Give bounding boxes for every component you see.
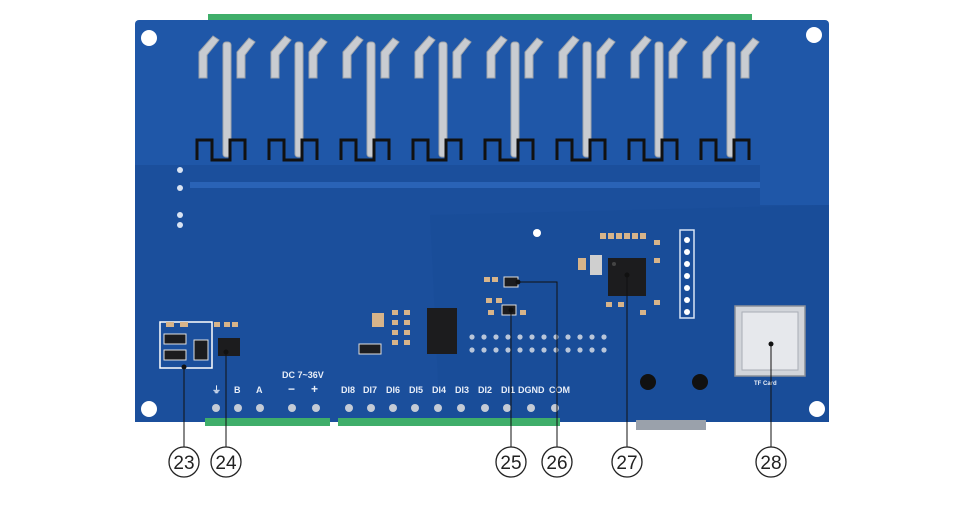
label-minus: − xyxy=(288,382,295,396)
callout-28: 28 xyxy=(755,446,787,478)
label-power: DC 7~36V xyxy=(282,370,324,380)
label-di2: DI2 xyxy=(478,385,492,395)
callout-26: 26 xyxy=(541,446,573,478)
mounting-hole-tr xyxy=(806,27,822,43)
svg-text:24: 24 xyxy=(215,453,237,474)
label-plus: + xyxy=(311,382,318,396)
tf-card-label: TF Card xyxy=(754,381,777,387)
label-di1: DI1 xyxy=(501,385,515,395)
svg-text:23: 23 xyxy=(173,453,194,474)
label-com: COM xyxy=(549,385,570,395)
mounting-hole-br xyxy=(809,401,825,417)
label-ground: ⏚ xyxy=(212,385,221,395)
push-buttons xyxy=(636,374,708,430)
label-b: B xyxy=(234,385,241,395)
mounting-hole-tl xyxy=(141,30,157,46)
svg-text:27: 27 xyxy=(616,453,637,474)
top-terminal-strip xyxy=(208,14,752,22)
input-ic-cluster xyxy=(358,308,457,355)
callout-23: 23 xyxy=(168,446,200,478)
component-cluster-left xyxy=(159,321,240,369)
header-pins xyxy=(469,334,607,353)
label-dgnd: DGND xyxy=(518,385,545,395)
bottom-terminal-left xyxy=(205,418,330,426)
label-a: A xyxy=(256,385,263,395)
callout-25: 25 xyxy=(495,446,527,478)
label-di6: DI6 xyxy=(386,385,400,395)
relay-pins xyxy=(198,35,760,158)
label-di7: DI7 xyxy=(363,385,377,395)
svg-text:26: 26 xyxy=(546,453,567,474)
callout-24: 24 xyxy=(210,446,242,478)
svg-text:28: 28 xyxy=(760,453,781,474)
trace-rail xyxy=(190,182,760,188)
label-di4: DI4 xyxy=(432,385,446,395)
label-di3: DI3 xyxy=(455,385,469,395)
relay-bases xyxy=(195,138,751,162)
callout-dots xyxy=(181,272,774,370)
mounting-hole-bl xyxy=(141,401,157,417)
label-di8: DI8 xyxy=(341,385,355,395)
svg-text:25: 25 xyxy=(500,453,521,474)
label-di5: DI5 xyxy=(409,385,423,395)
bottom-terminal-right xyxy=(338,418,560,426)
side-vias xyxy=(177,167,183,228)
terminal-labels: ⏚ B A DC 7~36V − + DI8 DI7 DI6 DI5 DI4 D… xyxy=(212,370,570,396)
callout-leaders xyxy=(183,275,772,447)
callout-27: 27 xyxy=(611,446,643,478)
mcu-chip xyxy=(578,229,695,319)
tf-card-slot: TF Card xyxy=(734,305,806,387)
pcb-ground-pour xyxy=(430,205,829,422)
